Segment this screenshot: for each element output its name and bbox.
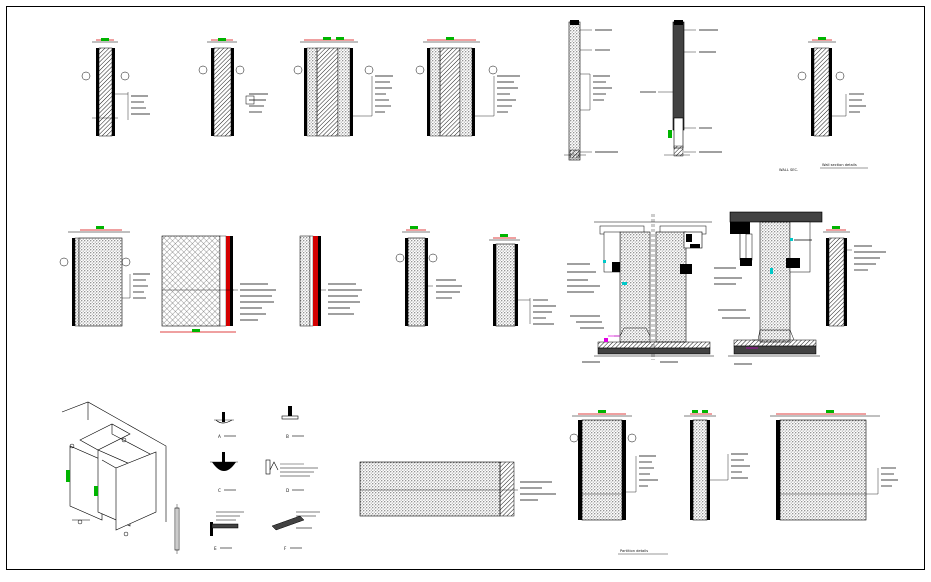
wall-section-14 <box>770 410 898 521</box>
wall-section-13 <box>684 410 750 521</box>
column-section-2 <box>640 20 722 157</box>
wall-section-11 <box>823 226 886 327</box>
partition-post-detail <box>174 504 180 554</box>
wall-section-4 <box>415 37 520 137</box>
wall-section-8 <box>299 235 362 327</box>
fixture-detail-a: A <box>214 412 236 439</box>
fixture-label-e: E <box>214 546 217 551</box>
fixture-detail-d: D <box>265 459 318 493</box>
fixture-label-f: F <box>284 546 287 551</box>
fixture-detail-e: E <box>210 511 244 551</box>
fixture-detail-b: B <box>281 406 304 439</box>
wall-legend-title: Wall section details <box>822 163 857 167</box>
wall-section-9 <box>395 226 462 327</box>
partition-caption-group: Partition details <box>618 549 668 555</box>
wall-section-10 <box>489 234 556 327</box>
toilet-partition-isometric <box>61 401 167 537</box>
foundation-section-2 <box>714 211 823 365</box>
fixture-label-d: D <box>286 488 289 493</box>
wall-legend: WALL SEC. Wall section details <box>779 163 868 172</box>
partition-caption: Partition details <box>620 549 648 553</box>
sheet-border <box>6 6 925 570</box>
wall-section-3 <box>293 37 393 137</box>
wall-section-7 <box>160 235 276 333</box>
wall-section-5 <box>797 37 866 137</box>
fixture-detail-f: F <box>271 511 320 551</box>
foundation-section-1 <box>567 214 714 363</box>
wall-section-2 <box>198 38 268 137</box>
wall-section-1 <box>81 38 150 137</box>
column-section-1 <box>564 20 618 161</box>
fixture-label-b: B <box>286 434 289 439</box>
fixture-detail-c: C <box>210 452 238 493</box>
fixture-label-c: C <box>218 488 221 493</box>
fixture-label-a: A <box>218 434 221 439</box>
slab-section <box>359 461 556 517</box>
wall-legend-code: WALL SEC. <box>779 168 798 172</box>
wall-section-12 <box>569 410 658 521</box>
wall-section-6 <box>59 226 150 327</box>
